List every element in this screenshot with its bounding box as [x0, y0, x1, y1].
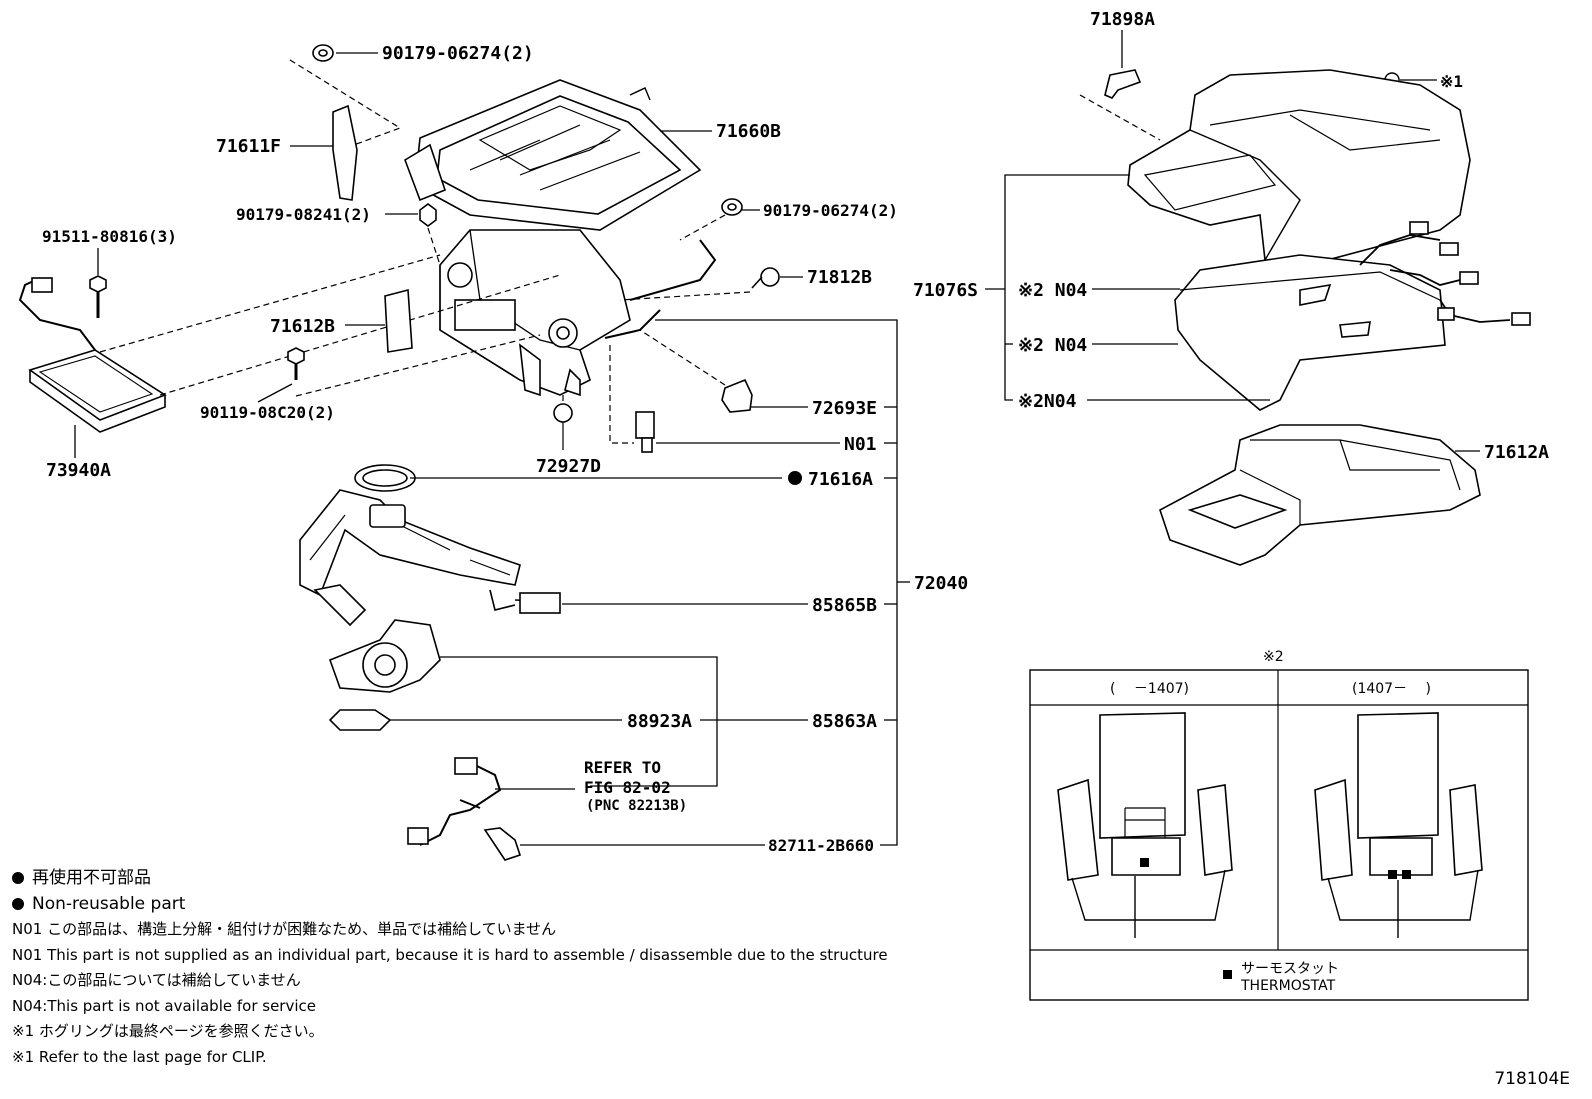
- label-71612B: 71612B: [270, 316, 335, 337]
- thermostat-legend-icon: [1223, 970, 1232, 979]
- sensor-N01-drawing: [635, 411, 655, 453]
- cushion-cover-drawing: [1127, 69, 1471, 271]
- label-85863A: 85863A: [812, 711, 877, 732]
- blower-drawing: [328, 619, 441, 693]
- label-N01: N01: [844, 434, 877, 455]
- note-n01-en: N01 This part is not supplied as an indi…: [12, 945, 888, 964]
- label-71611F: 71611F: [216, 136, 281, 157]
- label-90119-08C20: 90119-08C20(2): [200, 403, 335, 422]
- note-nonreusable-en: Non-reusable part: [32, 893, 186, 914]
- heater-layout-late-drawing: [1314, 712, 1483, 938]
- inset-legend-en: THERMOSTAT: [1240, 978, 1336, 994]
- label-72693E: 72693E: [812, 398, 877, 419]
- label-clip-1: ※1: [1440, 72, 1463, 91]
- label-71660B: 71660B: [716, 121, 781, 142]
- label-91511-80816: 91511-80816(3): [42, 227, 177, 246]
- seat-frame-71660B-drawing: [404, 79, 702, 231]
- label-88923A: 88923A: [627, 711, 692, 732]
- label-pnc-82213B: (PNC 82213B): [586, 798, 687, 814]
- note-n01-jp: N01 この部品は、構造上分解・組付けが困難なため、単品では補給していません: [12, 920, 557, 938]
- label-82711-2B660: 82711-2B660: [768, 836, 874, 855]
- label-71812B: 71812B: [807, 267, 872, 288]
- bolt-90179-06274-top-drawing: [312, 44, 334, 62]
- inset-legend-jp: サーモスタット: [1241, 961, 1339, 977]
- label-71898A: 71898A: [1090, 9, 1155, 30]
- dot-icon: [12, 897, 24, 910]
- label-90179-08241: 90179-08241(2): [236, 205, 371, 224]
- bolt-90119-08C20-drawing: [287, 347, 305, 380]
- bracket-71611F-drawing: [332, 104, 358, 201]
- note-clip-jp: ※1 ホグリングは最終ページを参照ください。: [12, 1022, 324, 1040]
- note-nonreusable-jp: 再使用不可部品: [32, 868, 151, 888]
- label-85865B: 85865B: [812, 595, 877, 616]
- dot-icon: [12, 872, 24, 884]
- module-73940A-drawing: [18, 277, 167, 433]
- grommet-71616A-drawing: [354, 464, 416, 492]
- inset-title: ※2: [1263, 649, 1284, 665]
- label-71612A: 71612A: [1484, 442, 1549, 463]
- note-nonreusable-en-row: Non-reusable part: [12, 892, 888, 918]
- note-n04-jp: N04:この部品については補給していません: [12, 971, 301, 989]
- label-71076S: 71076S: [913, 280, 978, 301]
- duct-85865B-drawing: [299, 489, 561, 627]
- label-90179-06274-top: 90179-06274(2): [382, 43, 534, 64]
- note-nonreusable-jp-row: 再使用不可部品: [12, 866, 888, 892]
- note-clip-en: ※1 Refer to the last page for CLIP.: [12, 1047, 267, 1066]
- seat-adjuster-mechanism-drawing: [439, 229, 717, 397]
- seal-88923A-drawing: [328, 709, 392, 731]
- label-refer-to: REFER TO: [584, 758, 661, 777]
- harness-82711-2B660-drawing: [407, 757, 522, 861]
- label-72927D: 72927D: [536, 456, 601, 477]
- inset-col-left-header: ( －1407): [1110, 681, 1189, 697]
- label-73940A: 73940A: [46, 460, 111, 481]
- bolt-90179-06274-mid-drawing: [721, 198, 743, 216]
- clip-72927D-drawing: [553, 403, 573, 450]
- label-N04-b: ※2 N04: [1018, 335, 1087, 356]
- heater-layout-early-drawing: [1057, 712, 1233, 938]
- inset-col-right-header: (1407－ ): [1352, 681, 1431, 697]
- note-n04-en: N04:This part is not available for servi…: [12, 996, 316, 1015]
- label-72040: 72040: [914, 573, 968, 594]
- label-N04-c: ※2N04: [1018, 391, 1077, 412]
- nut-90179-08241-drawing: [419, 203, 437, 227]
- bolt-91511-80816-drawing: [89, 275, 107, 318]
- pad-71612B-drawing: [384, 288, 413, 353]
- clip-72693E-drawing: [721, 378, 753, 413]
- label-fig-82-02: FIG 82-02: [584, 778, 671, 797]
- clip-71812B-drawing: [751, 267, 780, 289]
- cushion-pad-71612A-drawing: [1159, 424, 1481, 566]
- label-71616A: 71616A: [808, 469, 873, 490]
- nonreusable-dot: [788, 471, 802, 485]
- tag-71898A-drawing: [1104, 69, 1142, 99]
- seat-heater-drawing: [1174, 221, 1531, 411]
- label-90179-06274-mid: 90179-06274(2): [763, 201, 898, 220]
- label-N04-a: ※2 N04: [1018, 280, 1087, 301]
- figure-code: 718104E: [1494, 1069, 1570, 1089]
- legend-notes: 再使用不可部品 Non-reusable part N01 この部品は、構造上分…: [12, 866, 888, 1070]
